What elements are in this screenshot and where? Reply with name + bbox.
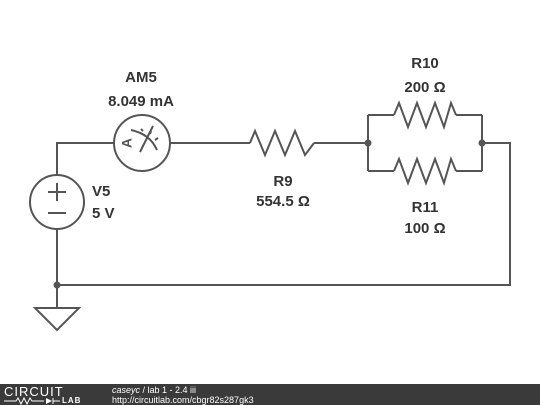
source-name-label: V5	[92, 183, 110, 200]
r9-name-label: R9	[273, 173, 292, 190]
circuit-meta: caseyc / lab 1 - 2.4 iii http://circuitl…	[112, 385, 254, 405]
r11-value-label: 100 Ω	[404, 220, 445, 237]
junction-node-ground	[53, 281, 61, 289]
r10-value-label: 200 Ω	[404, 79, 445, 96]
circuit-title-line: caseyc / lab 1 - 2.4 iii	[112, 385, 254, 395]
title-separator: /	[140, 385, 148, 395]
circuit-url[interactable]: http://circuitlab.com/cbgr82s287gk3	[112, 395, 254, 405]
ammeter-symbol: A	[113, 114, 171, 172]
r9-value-label: 554.5 Ω	[256, 193, 310, 210]
logo-resistor-icon	[4, 397, 60, 405]
ammeter-name-label: AM5	[125, 69, 157, 86]
r11-name-label: R11	[412, 199, 439, 216]
voltage-source-symbol	[29, 174, 85, 230]
ammeter-glyph: A	[119, 138, 135, 148]
ground-icon	[32, 307, 82, 332]
logo-wordmark-bottom: LAB	[62, 396, 82, 405]
r10-name-label: R10	[411, 55, 439, 72]
junction-node-right	[478, 139, 486, 147]
resistor-r10-symbol	[393, 100, 457, 131]
logo-wordmark-top: CIRCUIT	[4, 384, 64, 399]
footer-bar: CIRCUIT LAB caseyc / lab 1 - 2.4 iii htt…	[0, 384, 540, 405]
ammeter-value-label: 8.049 mA	[108, 93, 174, 110]
source-value-label: 5 V	[92, 205, 115, 222]
circuit-title[interactable]: lab 1 - 2.4 iii	[147, 385, 197, 395]
wire-source-to-ammeter	[56, 142, 113, 175]
author-link[interactable]: caseyc	[112, 385, 141, 395]
circuitlab-logo[interactable]: CIRCUIT LAB	[4, 385, 92, 405]
junction-node-left	[364, 139, 372, 147]
resistor-r11-symbol	[393, 156, 457, 187]
resistor-r9-symbol	[249, 128, 315, 158]
wire-return	[57, 142, 511, 286]
